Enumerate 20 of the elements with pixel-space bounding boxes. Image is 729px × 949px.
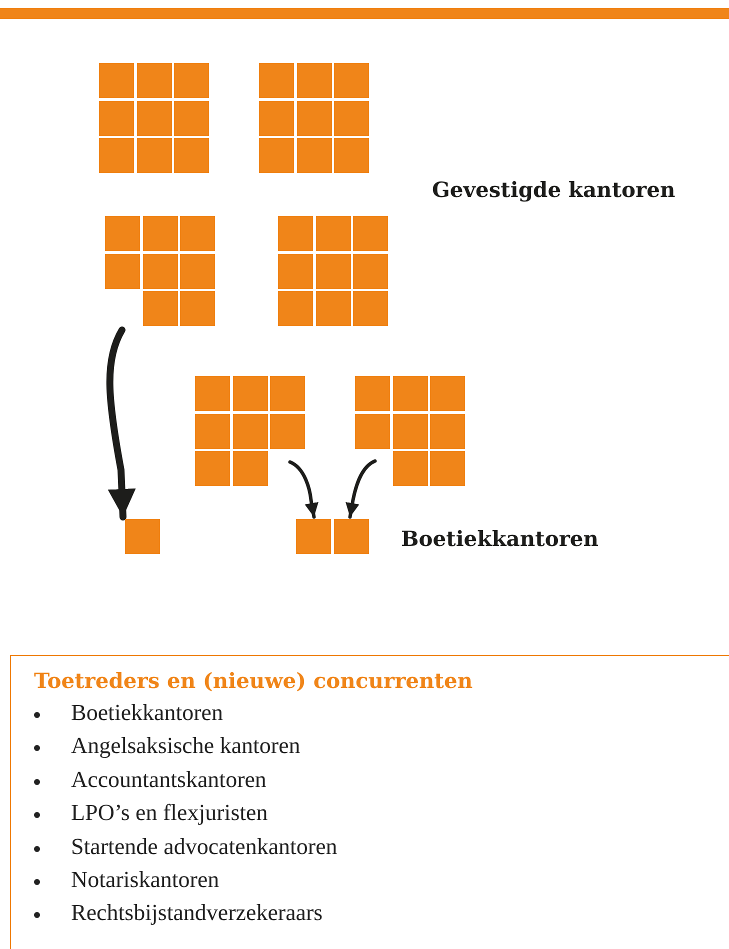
list-item: Rechtsbijstandverzekeraars <box>71 900 323 926</box>
square-grid <box>355 376 465 486</box>
list-item: Accountantskantoren <box>71 766 266 793</box>
arrow <box>106 326 136 520</box>
square <box>334 519 369 554</box>
square-grid <box>195 376 305 486</box>
list-item: Startende advocatenkantoren <box>71 834 338 860</box>
square-grid <box>105 216 215 326</box>
label-text: Gevestigde kantoren <box>432 177 676 202</box>
list-item: Angelsaksische kantoren <box>71 733 300 760</box>
list-item: LPO’s en flexjuristen <box>71 800 268 826</box>
square <box>296 519 331 554</box>
square <box>125 519 160 554</box>
arrow <box>346 459 377 519</box>
panel-heading: Toetreders en (nieuwe) concurrenten <box>34 668 473 693</box>
list-item: Boetiekkantoren <box>71 700 224 726</box>
label-text: Boetiekkantoren <box>401 526 599 551</box>
text-panel <box>10 655 729 949</box>
arrow <box>288 460 318 519</box>
list-item: Notariskantoren <box>71 867 220 893</box>
